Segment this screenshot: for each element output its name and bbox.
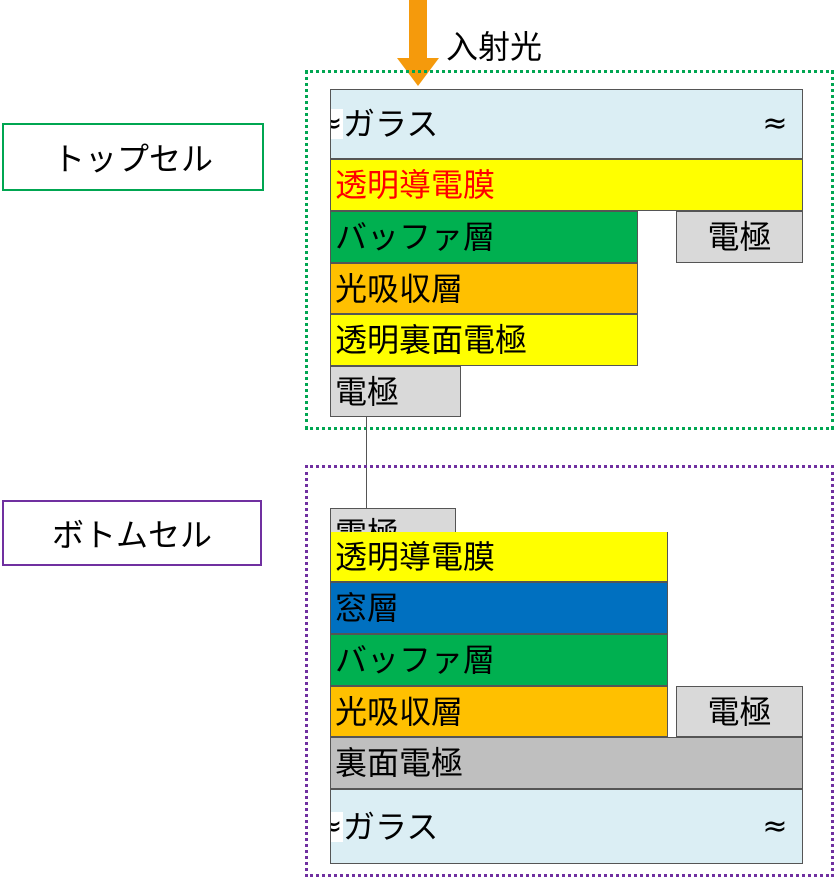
bottom-glass-layer: ≈ ガラス ≈ (330, 789, 803, 864)
top-transparent-back-electrode: 透明裏面電極 (330, 314, 638, 366)
top-glass-label: ガラス (343, 105, 439, 143)
top-side-electrode: 電極 (676, 211, 803, 263)
approx-left-symbol: ≈ (331, 109, 343, 139)
bottom-glass-label: ガラス (343, 807, 439, 846)
bottom-window-layer: 窓層 (330, 582, 668, 634)
bottom-cell-frame (305, 465, 834, 877)
top-absorber-layer: 光吸収層 (330, 263, 638, 314)
cell-connector-line (366, 417, 367, 508)
top-buffer-layer: バッファ層 (330, 211, 638, 263)
top-glass-layer: ≈ ガラス ≈ (330, 89, 803, 159)
incident-light-label: 入射光 (446, 28, 543, 66)
top-tco-layer: 透明導電膜 (330, 159, 803, 211)
bottom-side-electrode: 電極 (676, 686, 803, 737)
bottom-cell-label: ボトムセル (2, 500, 262, 566)
approx-left-symbol: ≈ (331, 811, 343, 842)
top-cell-frame (305, 70, 834, 430)
bottom-tco-layer: 透明導電膜 (330, 532, 668, 582)
approx-right-symbol: ≈ (762, 106, 788, 141)
bottom-buffer-layer: バッファ層 (330, 634, 668, 686)
bottom-back-electrode: 裏面電極 (330, 737, 803, 789)
top-electrode: 電極 (330, 366, 461, 417)
approx-right-symbol: ≈ (762, 808, 788, 844)
bottom-absorber-layer: 光吸収層 (330, 686, 668, 737)
top-cell-label: トップセル (2, 123, 264, 191)
